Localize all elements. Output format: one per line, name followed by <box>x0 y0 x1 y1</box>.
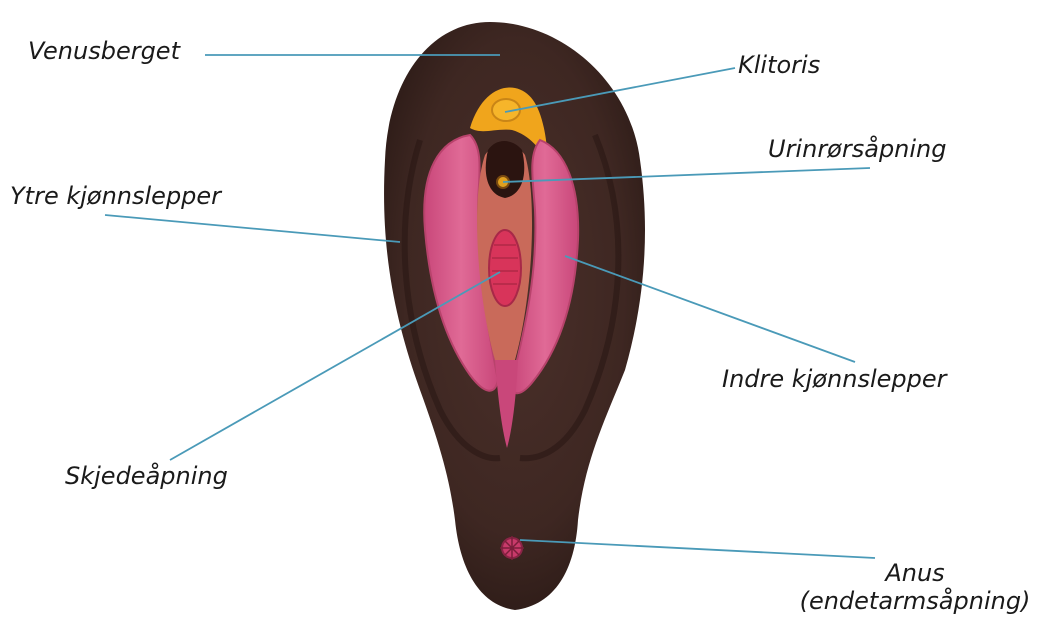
leader-ytre <box>105 215 400 242</box>
label-ytre-kjonnslepper: Ytre kjønnslepper <box>10 183 221 211</box>
label-venusberget: Venusberget <box>28 38 180 66</box>
label-klitoris: Klitoris <box>738 52 820 80</box>
label-urinrorsapning: Urinrørsåpning <box>768 136 947 164</box>
label-anus: Anus (endetarmsåpning) <box>780 560 1050 615</box>
vaginal-opening <box>489 230 521 306</box>
label-skjedeapning: Skjedeåpning <box>65 463 228 491</box>
label-anus-line1: Anus <box>780 560 1050 588</box>
vestibule-upper-shadow <box>486 141 525 198</box>
label-anus-line2: (endetarmsåpning) <box>780 588 1050 616</box>
label-indre-kjonnslepper: Indre kjønnslepper <box>722 366 947 394</box>
